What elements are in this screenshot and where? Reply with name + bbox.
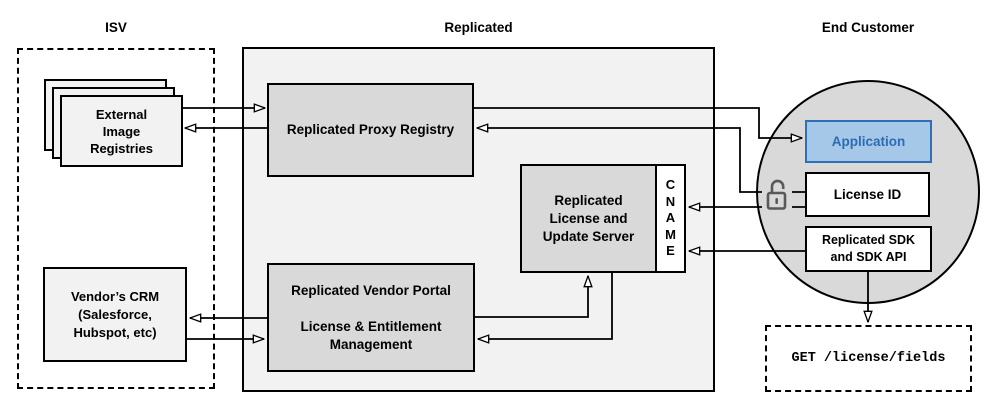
arrow-license-server-to-portal <box>478 273 613 339</box>
section-title-replicated: Replicated <box>444 20 513 35</box>
replicated-sdk-node: Replicated SDK and SDK API <box>805 226 932 272</box>
license-id-node: License ID <box>805 172 930 217</box>
replicated-vendor-portal-node: Replicated Vendor Portal License & Entit… <box>267 263 475 372</box>
vendors-crm-node: Vendor’s CRM (Salesforce, Hubspot, etc) <box>43 267 187 362</box>
cname-strip: CNAME <box>655 164 686 273</box>
cname-label: CNAME <box>665 177 676 259</box>
replicated-proxy-registry-node: Replicated Proxy Registry <box>267 83 474 177</box>
section-title-isv: ISV <box>105 20 127 35</box>
unlocked-padlock-icon <box>762 174 792 216</box>
application-node: Application <box>805 120 932 163</box>
isv-section-boundary <box>17 48 215 389</box>
arrow-portal-to-license-server <box>475 276 588 318</box>
replicated-license-update-server-node: Replicated License and Update Server <box>520 164 657 273</box>
external-image-registries-node: External Image Registries <box>60 95 183 167</box>
section-title-end-customer: End Customer <box>821 20 915 35</box>
get-license-fields-endpoint: GET /license/fields <box>765 325 972 392</box>
arrow-proxy-to-application <box>474 107 802 138</box>
